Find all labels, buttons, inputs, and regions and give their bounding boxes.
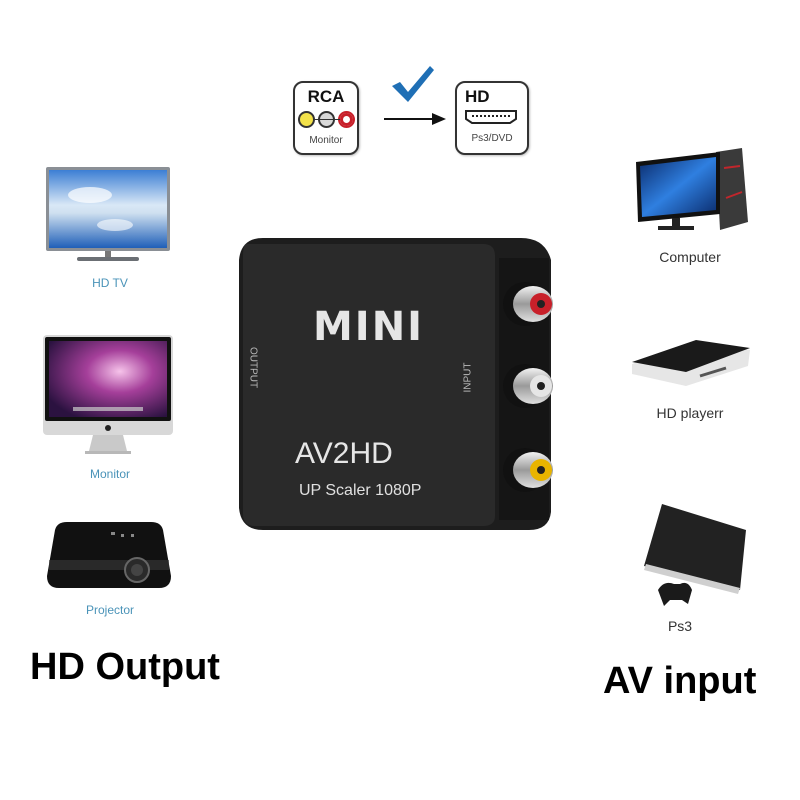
projector-label: Projector xyxy=(85,603,135,617)
imac-monitor-icon xyxy=(43,335,173,454)
av2hd-converter: MINI AV2HD UP Scaler 1080P OUTPUT INPUT xyxy=(233,232,558,532)
monitor-device xyxy=(43,335,173,460)
monitor-label: Monitor xyxy=(89,467,130,481)
hdmi-port-icon xyxy=(465,110,517,124)
rca-yellow-plug-icon xyxy=(298,111,315,128)
rca-red-plug-icon xyxy=(338,111,355,128)
ps3-device xyxy=(640,500,750,610)
computer-label: Computer xyxy=(659,249,721,265)
hd-player-label: HD playerr xyxy=(656,405,724,421)
output-side-label: OUTPUT xyxy=(247,346,259,389)
projector-device xyxy=(45,520,173,596)
av-input-caption: AV input xyxy=(603,660,757,702)
ps3-console-icon xyxy=(644,504,746,606)
hdtv-label: HD TV xyxy=(92,276,128,290)
checkmark-icon xyxy=(392,66,434,102)
converter-body-icon xyxy=(239,238,553,530)
tagline: UP Scaler 1080P xyxy=(299,482,422,499)
input-side-label: INPUT xyxy=(462,362,474,393)
hd-target-box: HD Ps3/DVD xyxy=(455,81,529,155)
hd-title: HD xyxy=(465,87,490,106)
hdtv-icon xyxy=(46,167,170,261)
hdtv-device xyxy=(45,165,171,265)
computer-device xyxy=(632,148,752,238)
projector-icon xyxy=(47,522,171,588)
hd-player-icon xyxy=(632,340,750,386)
rca-subtitle: Monitor xyxy=(309,135,343,146)
hd-output-caption: HD Output xyxy=(30,646,220,688)
model-av2hd: AV2HD xyxy=(295,437,393,470)
hd-player-device xyxy=(630,340,752,390)
ps3-label: Ps3 xyxy=(667,618,693,634)
arrow-right-icon xyxy=(384,113,446,125)
computer-icon xyxy=(636,148,748,230)
hd-subtitle: Ps3/DVD xyxy=(471,133,513,144)
rca-source-box: RCA Monitor xyxy=(293,81,359,155)
brand-mini: MINI xyxy=(313,304,425,350)
rca-connector-line xyxy=(314,119,340,120)
rca-title: RCA xyxy=(307,87,345,106)
